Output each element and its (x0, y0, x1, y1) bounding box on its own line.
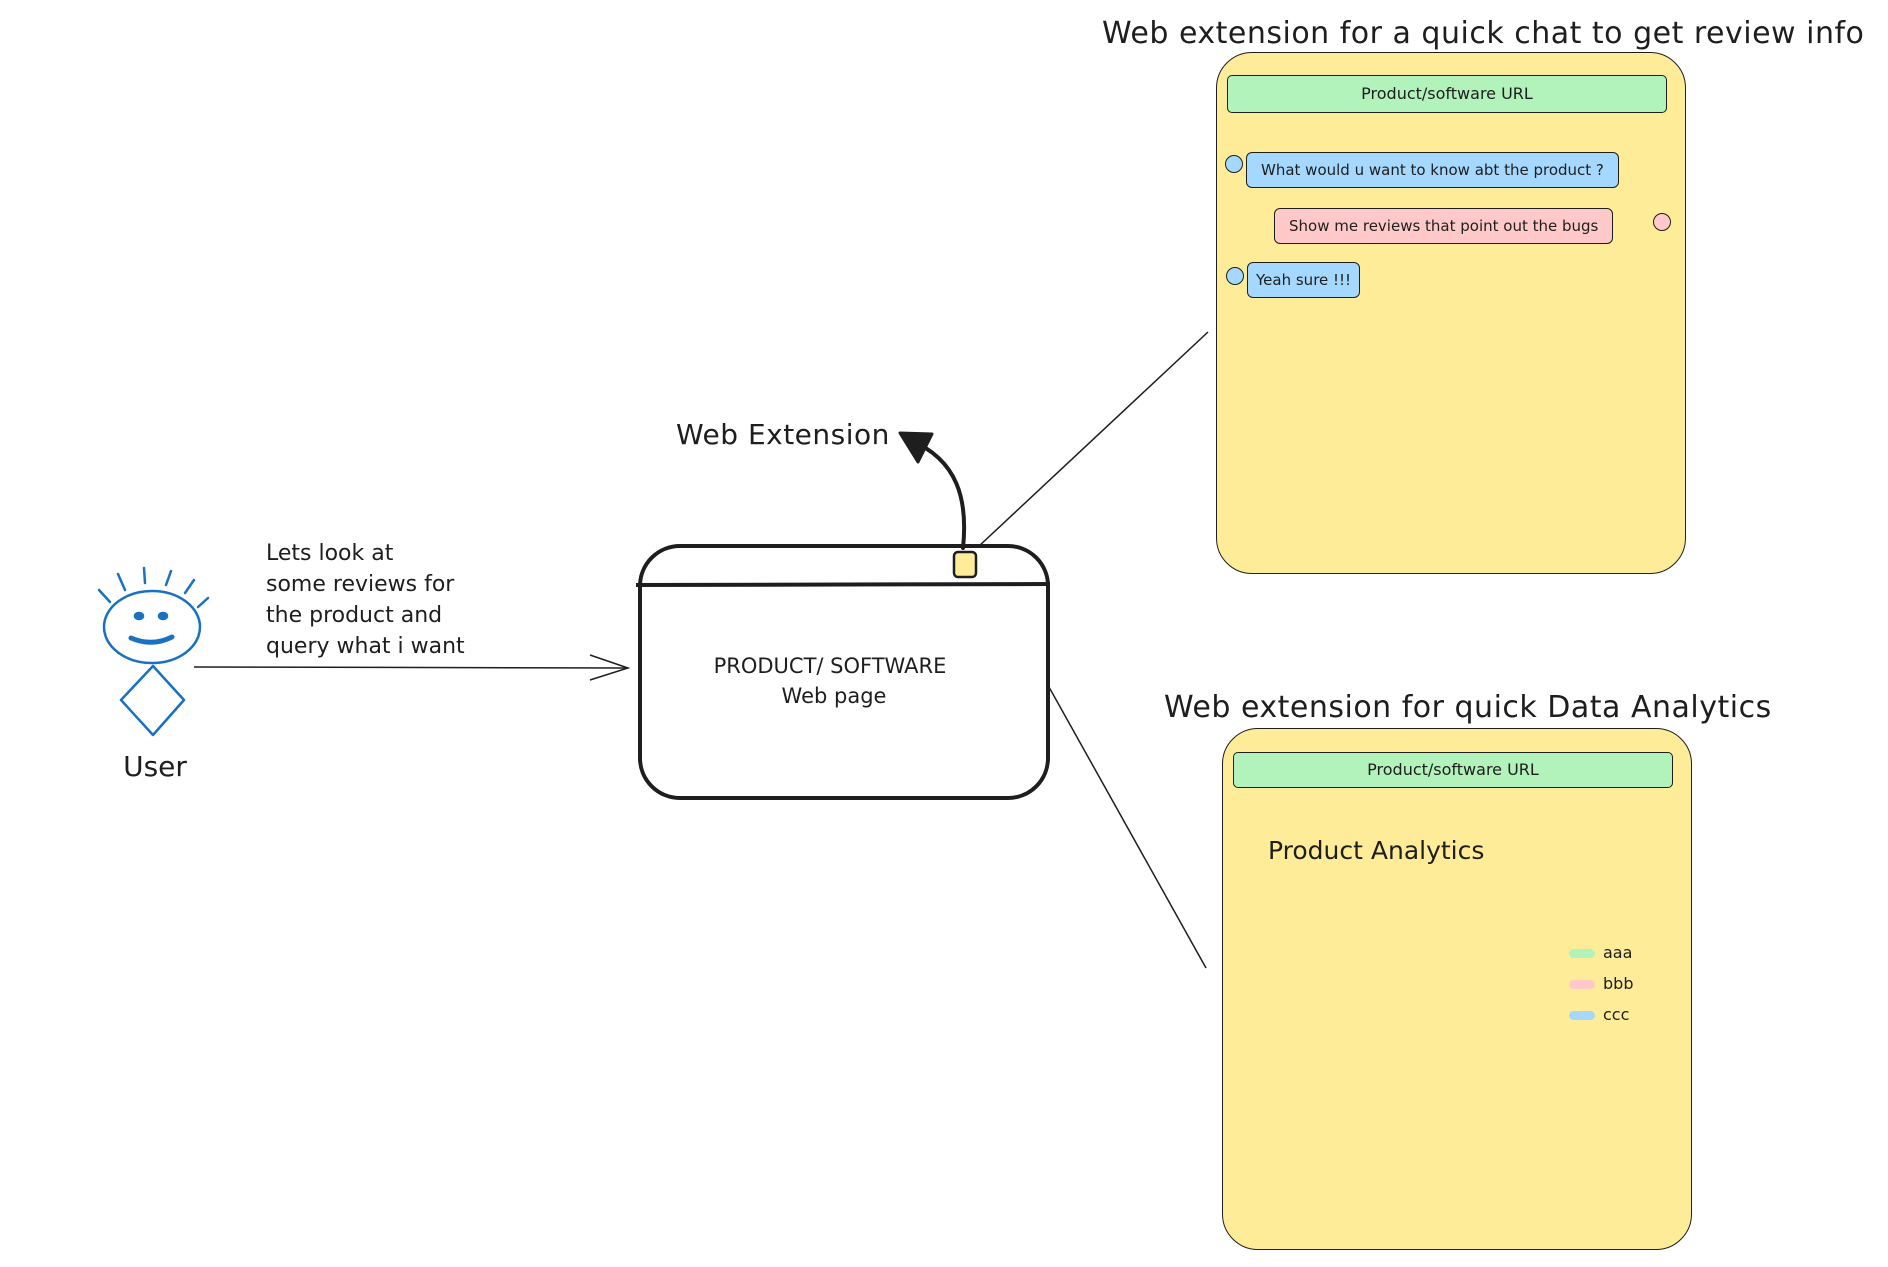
bot-avatar-dot (1225, 155, 1243, 173)
legend-label: ccc (1603, 1005, 1630, 1024)
user-head (102, 589, 202, 665)
legend-label: aaa (1603, 943, 1633, 962)
user-body (119, 664, 186, 737)
bot-message: What would u want to know abt the produc… (1246, 152, 1619, 188)
extension-arrowhead (898, 431, 934, 464)
legend-label: bbb (1603, 974, 1634, 993)
legend-swatch (1569, 980, 1595, 989)
user-to-webpage-arrow (193, 654, 631, 681)
user-message: Show me reviews that point out the bugs (1274, 208, 1614, 244)
user-hair (97, 566, 210, 609)
analytics-url-bar[interactable]: Product/software URL (1233, 752, 1673, 788)
bot-message: Yeah sure !!! (1247, 262, 1361, 298)
chat-panel-title: Web extension for a quick chat to get re… (1102, 16, 1865, 51)
user-label: User (123, 750, 187, 783)
bot-avatar-dot (1226, 267, 1244, 285)
extension-icon[interactable] (952, 550, 978, 579)
user-note: Lets look at some reviews for the produc… (266, 541, 465, 659)
extension-label: Web Extension (676, 418, 890, 451)
legend-swatch (1569, 949, 1595, 958)
connector-to-chat-panel (977, 331, 1209, 548)
analytics-panel-title: Web extension for quick Data Analytics (1164, 690, 1772, 725)
chart-title: Product Analytics (1268, 836, 1485, 865)
chat-panel: Product/software URL What would u want t… (1216, 52, 1686, 574)
chat-url-bar[interactable]: Product/software URL (1227, 75, 1667, 113)
legend-swatch (1569, 1011, 1595, 1020)
webpage-title: PRODUCT/ SOFTWARE (713, 654, 947, 678)
analytics-panel: Product/software URL Product Analytics a… (1222, 728, 1692, 1250)
webpage-window (635, 544, 1051, 800)
user-actor (97, 566, 210, 737)
webpage-subtitle: Web page (781, 684, 887, 708)
user-avatar-dot (1653, 213, 1671, 231)
